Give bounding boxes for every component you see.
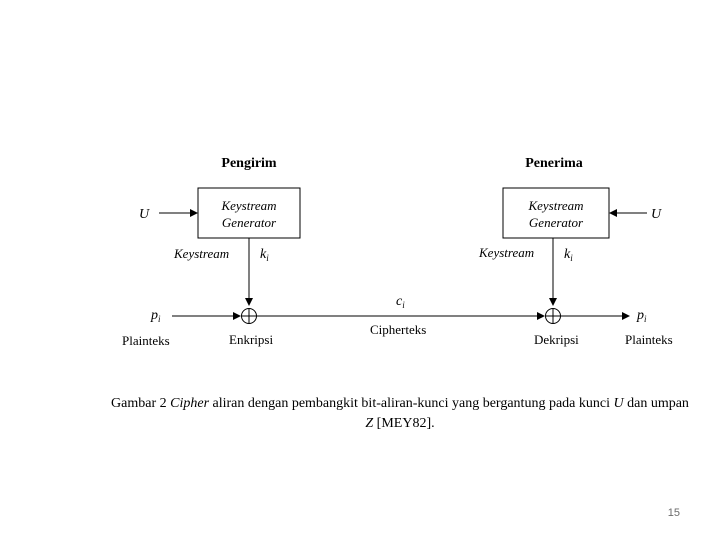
decryption-label: Dekripsi	[534, 332, 579, 347]
caption-feedback-var: Z	[365, 416, 374, 431]
caption-middle: aliran dengan pembangkit bit-aliran-kunc…	[209, 396, 614, 411]
plaintext-out-symbol: pi	[636, 308, 647, 324]
page-number: 15	[667, 507, 680, 519]
caption-suffix: [MEY82].	[373, 416, 435, 431]
decryption-xor-icon	[545, 308, 561, 324]
ciphertext-symbol: ci	[396, 294, 405, 310]
sender-generator-line2: Generator	[222, 215, 277, 230]
caption-italic-word: Cipher	[170, 396, 210, 411]
caption-key-var: U	[613, 396, 624, 411]
receiver-title: Penerima	[525, 156, 583, 171]
encryption-label: Enkripsi	[229, 332, 273, 347]
receiver-key-symbol: ki	[564, 247, 573, 263]
receiver-generator-line2: Generator	[529, 215, 584, 230]
caption-joiner: dan umpan	[623, 396, 689, 411]
sender-keystream-label: Keystream	[173, 246, 229, 261]
figure-caption: Gambar 2 Cipher aliran dengan pembangkit…	[110, 394, 690, 434]
plaintext-in-label: Plainteks	[122, 333, 170, 348]
receiver-keystream-label: Keystream	[478, 245, 534, 260]
sender-title: Pengirim	[221, 156, 277, 171]
receiver-generator-line1: Keystream	[527, 198, 583, 213]
receiver-generator-box	[502, 187, 610, 239]
sender-key-input: U	[139, 207, 150, 222]
encryption-xor-icon	[241, 308, 257, 324]
caption-prefix: Gambar 2	[111, 396, 171, 411]
plaintext-in-symbol: pi	[150, 308, 161, 324]
ciphertext-label: Cipherteks	[370, 322, 426, 337]
sender-generator-box	[197, 187, 301, 239]
receiver-key-input: U	[651, 207, 662, 222]
sender-generator-line1: Keystream	[220, 198, 276, 213]
plaintext-out-label: Plainteks	[625, 332, 673, 347]
sender-key-symbol: ki	[260, 247, 269, 263]
